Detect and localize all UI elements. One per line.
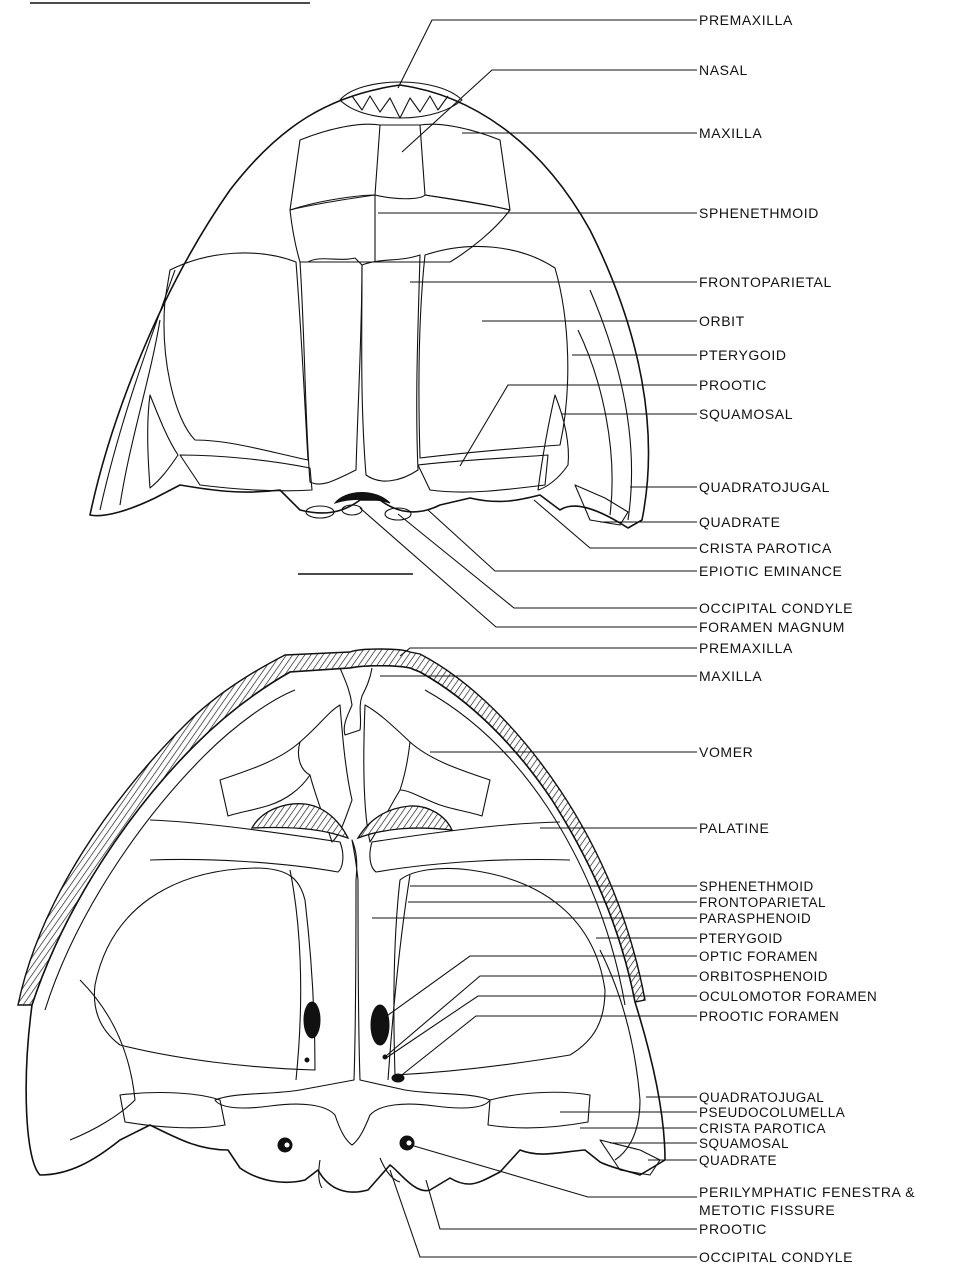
dorsal-label-premaxilla: PREMAXILLA <box>699 12 793 28</box>
ventral-label-prootic-foramen: PROOTIC FORAMEN <box>699 1009 839 1024</box>
ventral-label-crista-parotica: CRISTA PAROTICA <box>699 1121 826 1136</box>
ventral-label-orbitosphenoid: ORBITOSPHENOID <box>699 969 828 984</box>
dorsal-label-maxilla: MAXILLA <box>699 125 762 141</box>
ventral-label-optic-foramen: OPTIC FORAMEN <box>699 949 818 964</box>
dorsal-label-quadratojugal: QUADRATOJUGAL <box>699 479 830 495</box>
ventral-label-maxilla: MAXILLA <box>699 668 762 684</box>
dorsal-label-frontoparietal: FRONTOPARIETAL <box>699 274 832 290</box>
dorsal-label-crista-parotica: CRISTA PAROTICA <box>699 540 832 556</box>
dorsal-label-quadrate: QUADRATE <box>699 514 781 530</box>
ventral-label-palatine: PALATINE <box>699 820 769 836</box>
dorsal-label-foramen-magnum: FORAMEN MAGNUM <box>699 619 845 635</box>
dorsal-label-orbit: ORBIT <box>699 313 745 329</box>
dorsal-label-group: PREMAXILLA NASAL MAXILLA SPHENETHMOID FR… <box>699 12 853 635</box>
ventral-label-premaxilla: PREMAXILLA <box>699 640 793 656</box>
dorsal-label-epiotic-eminance: EPIOTIC EMINANCE <box>699 563 842 579</box>
ventral-label-squamosal: SQUAMOSAL <box>699 1136 789 1151</box>
dorsal-label-sphenethmoid: SPHENETHMOID <box>699 205 819 221</box>
ventral-label-perilymphatic-fenestra: PERILYMPHATIC FENESTRA & <box>699 1184 915 1200</box>
ventral-label-oculomotor-foramen: OCULOMOTOR FORAMEN <box>699 989 877 1004</box>
ventral-label-sphenethmoid: SPHENETHMOID <box>699 879 814 894</box>
ventral-label-prootic: PROOTIC <box>699 1221 767 1237</box>
ventral-label-quadratojugal: QUADRATOJUGAL <box>699 1090 824 1105</box>
dorsal-label-pterygoid: PTERYGOID <box>699 347 787 363</box>
dorsal-skull <box>90 82 649 528</box>
dorsal-label-nasal: NASAL <box>699 62 748 78</box>
ventral-label-quadrate: QUADRATE <box>699 1153 777 1168</box>
dorsal-label-prootic: PROOTIC <box>699 377 767 393</box>
ventral-label-pterygoid: PTERYGOID <box>699 931 783 946</box>
ventral-label-parasphenoid: PARASPHENOID <box>699 911 811 926</box>
dorsal-label-squamosal: SQUAMOSAL <box>699 406 793 422</box>
ventral-label-occipital-condyle: OCCIPITAL CONDYLE <box>699 1249 853 1265</box>
ventral-label-metotic-fissure: METOTIC FISSURE <box>699 1202 835 1218</box>
ventral-label-vomer: VOMER <box>699 744 753 760</box>
dorsal-label-occipital-condyle: OCCIPITAL CONDYLE <box>699 600 853 616</box>
ventral-label-pseudocolumella: PSEUDOCOLUMELLA <box>699 1105 845 1120</box>
ventral-label-frontoparietal: FRONTOPARIETAL <box>699 895 826 910</box>
ventral-label-group: PREMAXILLA MAXILLA VOMER PALATINE SPHENE… <box>699 640 915 1265</box>
ventral-skull <box>18 649 665 1192</box>
